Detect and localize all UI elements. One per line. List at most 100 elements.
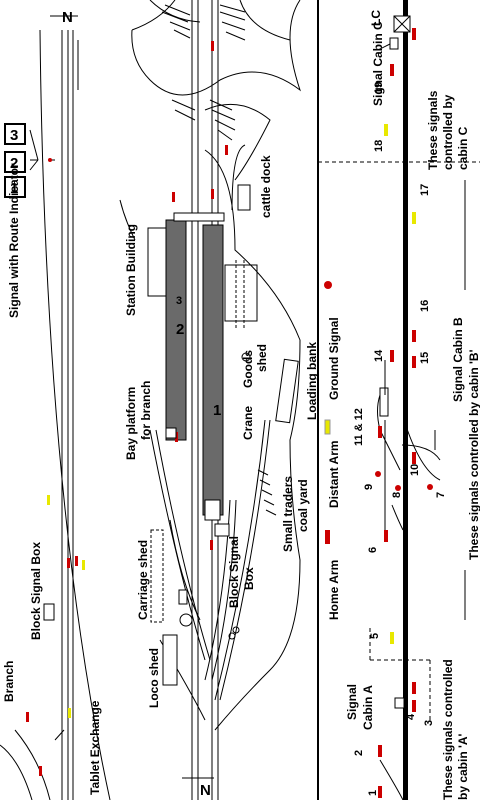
- loco-shed-label: Loco shed: [147, 648, 161, 708]
- signal-number-11-12: 11 & 12: [353, 408, 365, 446]
- platform-1-label: 1: [213, 402, 221, 419]
- signal-17: [384, 124, 388, 136]
- signal-cabin-b-label: Signal Cabin B: [451, 317, 465, 402]
- tablet-exchange-label: Tablet Exchange: [88, 700, 102, 795]
- buffer: [232, 626, 240, 634]
- lc-label: LC: [369, 10, 383, 26]
- signal-diagram: Signal Cabin C LC These signals controll…: [318, 0, 480, 801]
- buffer: [228, 632, 236, 640]
- signal-number-10: 10: [409, 464, 421, 476]
- signal-6: [384, 530, 388, 542]
- signal-number-18: 19: [373, 82, 385, 94]
- platform-2-label: 2: [176, 321, 184, 338]
- coal-yard: [257, 469, 277, 516]
- block-signal-box-station: [214, 523, 230, 537]
- block-signal-box-label: Block Signal Box: [29, 542, 43, 640]
- signal-number-9: 9: [363, 484, 375, 490]
- coal-yard-label-1: Small traders: [281, 476, 295, 552]
- cabin-b-tracks: [377, 360, 441, 540]
- signal-cabin-c-label: Signal Cabin C: [371, 21, 385, 106]
- block-signal-box-left: [43, 603, 55, 621]
- legend-distant-arm-label: Distant Arm: [327, 440, 341, 508]
- bay-platform-label-1: Bay platform: [124, 387, 138, 460]
- cabin-c-note-2: controlled by: [441, 94, 455, 170]
- svg-text:2: 2: [10, 155, 18, 172]
- platform-1: [202, 224, 224, 516]
- signal-number-5: 5: [369, 633, 381, 639]
- signal-number-15: 16: [419, 300, 431, 312]
- route-indicator-box-3: 3: [4, 123, 26, 145]
- signal-1: [378, 786, 382, 798]
- signal-number-17: 18: [373, 140, 385, 152]
- station-building-label: Station Building: [124, 224, 138, 316]
- signal-14: [412, 356, 416, 368]
- signal-marks: [375, 28, 433, 798]
- legend-distant-arm-swatch: [324, 419, 331, 435]
- svg-text:1: 1: [10, 180, 18, 197]
- signal-15: [412, 330, 416, 342]
- signal-18: [390, 64, 394, 76]
- block-signal-box-2-label-1: Block Signal: [227, 536, 241, 608]
- track-plan: N N 1: [0, 0, 319, 801]
- legend-home-arm-swatch: [325, 530, 330, 544]
- loading-bank: [275, 358, 299, 424]
- signal-10: [412, 452, 416, 464]
- signal-11-12: [378, 426, 382, 438]
- legend-ground-signal-label: Ground Signal: [327, 317, 341, 400]
- level-crossing-x: [393, 15, 411, 33]
- signal-number-8: 8: [391, 492, 403, 498]
- signal-number-16: 17: [419, 184, 431, 196]
- signal-7: [427, 484, 433, 490]
- tablet-pointer: [54, 729, 65, 741]
- crane: [241, 352, 251, 362]
- signal-number-3: 3: [423, 720, 435, 726]
- cabin-a-note-2: by cabin 'A': [456, 733, 470, 800]
- legend: Home Arm Distant Arm Ground Signal: [324, 281, 341, 620]
- goods-shed: [224, 264, 258, 322]
- signal-16: [412, 212, 416, 224]
- signal-4: [412, 682, 416, 694]
- branch-label: Branch: [2, 661, 16, 702]
- signal-number-2: 2: [353, 750, 365, 756]
- signal-number-6: 6: [367, 547, 379, 553]
- signal-cabin-a-label-1: Signal: [345, 684, 359, 720]
- main-line: [403, 0, 408, 800]
- signal-19: [412, 28, 416, 40]
- cattle-dock: [237, 184, 251, 211]
- signal-cabin-c-box: [389, 37, 399, 50]
- signal-cabin-a-label-2: Cabin A: [361, 685, 375, 730]
- legend-home-arm-label: Home Arm: [327, 560, 341, 620]
- signal-cabin-b-box: [379, 387, 389, 417]
- platform-end: [204, 499, 221, 521]
- route-indicator-box-1: 1: [4, 176, 26, 198]
- signal-3: [412, 700, 416, 712]
- signal-numbers: 19 18 17 16 15 14 11 & 12 10 9 8 7 6 5 4…: [353, 82, 447, 796]
- cabin-b-note: These signals controlled by cabin 'B': [467, 349, 480, 560]
- svg-text:N: N: [200, 782, 211, 799]
- left-signals: [26, 495, 85, 776]
- block-signal-box-2-label-2: Box: [242, 567, 256, 590]
- left-main-line: [0, 29, 111, 801]
- cabin-c-note-3: cabin C: [456, 126, 470, 170]
- river: [131, 0, 301, 181]
- signal-route-label: Signal with Route Indicator: [7, 163, 21, 318]
- route-indicator-box-2: 2: [4, 151, 26, 173]
- river-hatching: [161, 4, 246, 141]
- signal-number-13: 14: [373, 349, 385, 362]
- platform-3-label: 3: [176, 295, 182, 307]
- loading-bank-label: Loading bank: [305, 342, 319, 420]
- loco-shed: [162, 634, 178, 686]
- station-tracks: [149, 0, 271, 800]
- signal-9: [375, 471, 381, 477]
- signal-number-4: 4: [405, 713, 417, 720]
- hut: [178, 589, 188, 605]
- turntable: [179, 613, 193, 627]
- carriage-shed: [150, 529, 164, 623]
- signal-number-1: 1: [367, 790, 379, 796]
- carriage-shed-label: Carriage shed: [136, 540, 150, 620]
- branch-junction: [379, 759, 404, 801]
- signal-8: [395, 485, 401, 491]
- cabin-a-note-1: These signals controlled: [441, 659, 455, 800]
